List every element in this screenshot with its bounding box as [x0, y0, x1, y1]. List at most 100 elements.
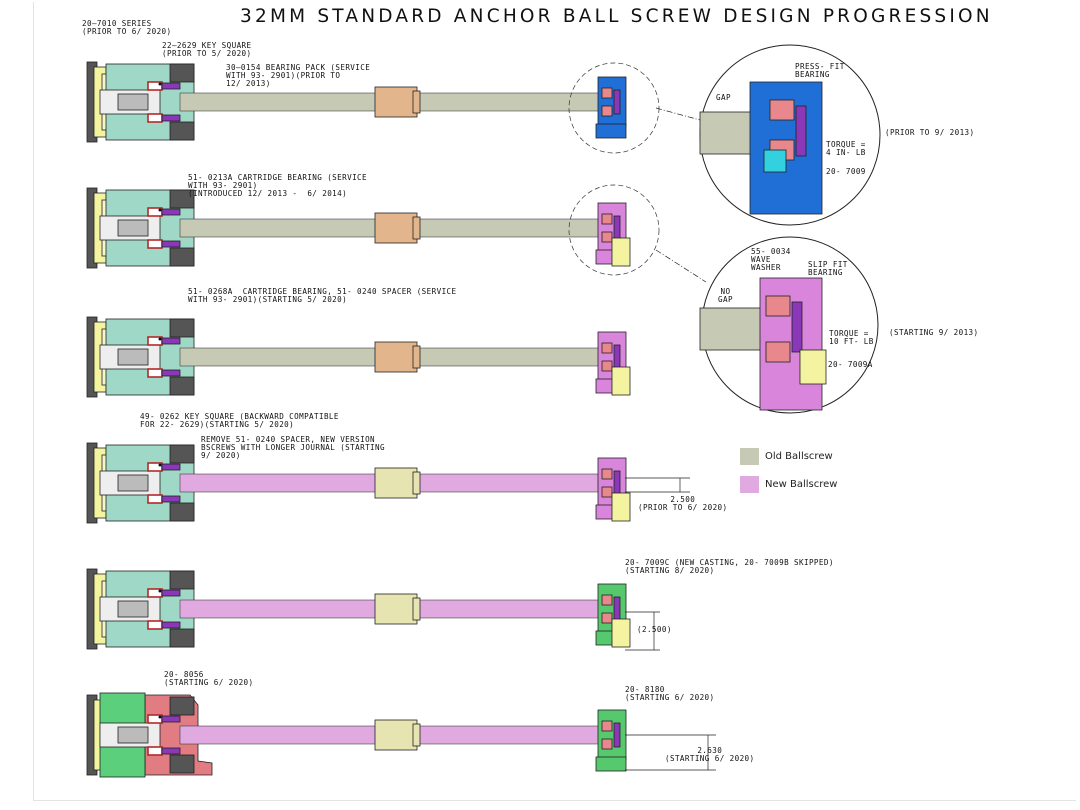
row-4-spacer-bottom [161, 495, 181, 503]
row-3-end-yellow [611, 366, 631, 396]
detail-top-bearing-upper [769, 99, 795, 121]
row-3-end-bearing-bottom [601, 360, 613, 372]
dim-2630: 2.630 (STARTING 6/ 2020) [665, 746, 755, 764]
row-1-leader-dot [158, 82, 162, 86]
row-5-corner-top [169, 570, 195, 590]
row-1-ball-nut [374, 86, 418, 118]
row-3-leader-dot [158, 337, 162, 341]
label-prior-9-2013: (PRIOR TO 9/ 2013) [885, 128, 975, 137]
note-cartridge-bearing-0268a: 51- 0268A CARTRIDGE BEARING, 51- 0240 SP… [188, 287, 457, 305]
row-3-spacer-top [161, 337, 181, 345]
zoom-link-top [655, 107, 701, 121]
row-3-corner-bottom [169, 376, 195, 396]
row-6-end-foot [595, 756, 627, 772]
label-gap: GAP [716, 93, 731, 102]
row-3-ball-nut [374, 341, 418, 373]
dim-2500-prior: 2.500 (PRIOR TO 6/ 2020) [638, 495, 728, 513]
page-title: 32MM STANDARD ANCHOR BALL SCREW DESIGN P… [240, 6, 993, 27]
row-2-corner-top [169, 189, 195, 209]
row-3-spacer-bottom [161, 369, 181, 377]
row-1-nut-ring [412, 90, 421, 114]
note-key-square-0262: 49- 0262 KEY SQUARE (BACKWARD COMPATIBLE… [140, 412, 339, 430]
note-7009c: 20- 7009C (NEW CASTING, 20- 7009B SKIPPE… [625, 558, 834, 576]
note-key-square: 22—2629 KEY SQUARE (PRIOR TO 5/ 2020) [162, 41, 252, 59]
row-6-corner-bottom [169, 754, 195, 774]
note-8180: 20- 8180 (STARTING 6/ 2020) [625, 685, 715, 703]
row-1-spacer-bottom [161, 114, 181, 122]
row-4-spacer-top [161, 463, 181, 471]
row-5-leader-dot [158, 589, 162, 593]
legend-label-old: Old Ballscrew [765, 451, 833, 462]
row-2-end-bearing-top [601, 213, 613, 225]
label-no-gap: NO GAP [718, 287, 733, 305]
row-4-end-washer [613, 470, 621, 496]
row-5-bearing-bottom [147, 620, 163, 630]
row-2-corner-bottom [169, 247, 195, 267]
label-torque-10: TORQUE = 10 FT- LB [829, 329, 874, 347]
row-1-end-foot [595, 123, 627, 139]
row-2-end-washer [613, 215, 621, 241]
row-1-end-bearing-bottom [601, 105, 613, 117]
detail-bottom-bearing-upper [765, 295, 791, 317]
row-1-end-washer [613, 89, 621, 115]
row-6-leader-dot [158, 715, 162, 719]
row-6-end-bearing-bottom [601, 738, 613, 750]
row-6-bearing-bottom [147, 746, 163, 756]
sheet-border [33, 2, 1076, 801]
row-6-spacer-bottom [161, 747, 181, 755]
legend-swatch-new [740, 476, 759, 493]
dim-2500-ref: (2.500) [637, 625, 672, 634]
row-5-nut-ring [412, 597, 421, 621]
row-4-leader-dot [158, 463, 162, 467]
label-press-fit-bearing: PRESS- FIT BEARING [795, 62, 845, 80]
label-starting-9-2013: (STARTING 9/ 2013) [889, 328, 979, 337]
row-2-end-yellow [611, 237, 631, 267]
zoom-circle-mid [568, 184, 660, 276]
row-4-bearing-bottom [147, 494, 163, 504]
detail-bottom-washer [791, 301, 803, 353]
note-remove-spacer: REMOVE 51- 0240 SPACER, NEW VERSION BSCR… [201, 435, 385, 461]
row-2-leader-dot [158, 208, 162, 212]
row-5-end-yellow [611, 618, 631, 648]
row-6-end-bearing-top [601, 720, 613, 732]
zoom-link-bottom [655, 249, 707, 283]
row-4-nut-ring [412, 471, 421, 495]
row-6-spacer-top [161, 715, 181, 723]
row-5-corner-bottom [169, 628, 195, 648]
row-4-ball-nut [374, 467, 418, 499]
legend-swatch-old [740, 448, 759, 465]
row-4-corner-bottom [169, 502, 195, 522]
row-1-spacer-top [161, 82, 181, 90]
row-5-end-bearing-top [601, 594, 613, 606]
note-bearing-pack: 30—0154 BEARING PACK (SERVICE WITH 93- 2… [226, 63, 371, 89]
row-1-end-bearing-top [601, 87, 613, 99]
label-wave-washer: 55- 0034 WAVE WASHER [751, 247, 791, 273]
row-4-key-square [117, 474, 149, 492]
row-2-ball-nut [374, 212, 418, 244]
row-3-end-bearing-top [601, 342, 613, 354]
row-6-nut-ring [412, 723, 421, 747]
row-3-corner-top [169, 318, 195, 338]
row-2-spacer-bottom [161, 240, 181, 248]
row-5-end-bearing-bottom [601, 612, 613, 624]
row-1-end-support [597, 76, 627, 128]
label-20-7009: 20- 7009 [826, 167, 866, 176]
row-3-nut-ring [412, 345, 421, 369]
label-slip-fit-bearing: SLIP FIT BEARING [808, 260, 848, 278]
row-6-key-square [117, 726, 149, 744]
row-2-bearing-bottom [147, 239, 163, 249]
row-5-spacer-bottom [161, 621, 181, 629]
row-6-corner-top [169, 696, 195, 716]
zoom-circle-top [568, 62, 660, 154]
note-cartridge-bearing-0213a: 51- 0213A CARTRIDGE BEARING (SERVICE WIT… [188, 173, 367, 199]
detail-bottom-yellow [799, 349, 827, 385]
row-3-end-washer [613, 344, 621, 370]
label-torque-4: TORQUE = 4 IN- LB [826, 140, 866, 158]
detail-top-cyan [763, 149, 787, 173]
row-1-corner-top [169, 63, 195, 83]
row-4-end-yellow [611, 492, 631, 522]
row-6-end-support [597, 709, 627, 761]
row-6-ball-nut [374, 719, 418, 751]
